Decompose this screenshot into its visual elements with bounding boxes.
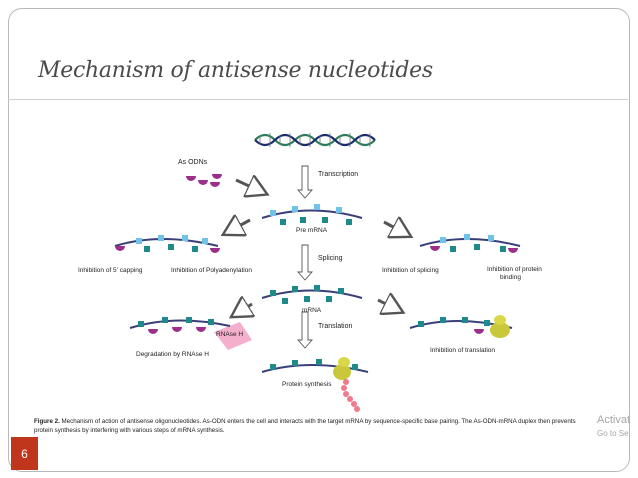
caption-label: Figure 2.	[34, 418, 60, 425]
rnase-degradation-strand	[129, 317, 252, 350]
branch-arrow-icon	[383, 222, 406, 234]
mrna-strand	[261, 285, 363, 304]
protein-chain-icon	[341, 379, 360, 412]
label-splicing: Splicing	[318, 255, 343, 262]
splicing-inhibition-strand	[419, 234, 521, 253]
page-number-badge: 6	[11, 437, 38, 470]
slide-title: Mechanism of antisense nucleotides	[38, 58, 433, 83]
label-translation: Translation	[318, 323, 352, 330]
label-pre-mrna: Pre mRNA	[296, 227, 328, 234]
protein-synthesis-strand	[261, 357, 369, 380]
antisense-mechanism-figure: Transcription Splicing Translation As OD…	[78, 133, 542, 412]
as-odn-icon	[186, 174, 222, 187]
label-inhibition-5-capping: Inhibition of 5' capping	[78, 267, 143, 274]
label-degradation-rnase-h: Degradation by RNAse H	[136, 351, 209, 358]
label-mrna: mRNA	[302, 307, 322, 314]
label-inhibition-splicing: Inhibition of splicing	[382, 267, 439, 274]
caption-text: Mechanism of action of antisense oligonu…	[34, 418, 576, 434]
watermark-line2: Go to Se	[597, 429, 629, 438]
odn-entry-arrow-icon	[235, 180, 262, 192]
slide-frame	[8, 8, 630, 472]
title-divider	[8, 99, 628, 100]
capping-inhibition-strand	[114, 235, 220, 253]
pre-mrna-strand	[261, 204, 363, 225]
watermark-line1: Activat	[597, 414, 631, 426]
label-rnase-h: RNAse H	[216, 331, 243, 338]
label-inhibition-translation: Inhibition of translation	[430, 347, 495, 354]
activation-watermark: Activat Go to Se	[597, 413, 638, 441]
label-inhibition-protein-binding-1: Inhibition of protein	[487, 266, 542, 273]
down-arrow-icon	[297, 311, 313, 349]
dna-helix-icon	[254, 133, 376, 147]
translation-inhibition-strand	[409, 315, 513, 338]
down-arrow-icon	[297, 244, 313, 281]
down-arrow-icon	[297, 165, 313, 199]
label-protein-synthesis: Protein synthesis	[282, 381, 332, 388]
label-inhibition-polyadenylation: Inhibition of Polyadenylation	[171, 267, 252, 274]
label-inhibition-protein-binding-2: binding	[500, 274, 521, 281]
label-as-odns: As ODNs	[178, 159, 208, 166]
branch-arrow-icon	[377, 300, 398, 310]
figure-caption: Figure 2. Mechanism of action of antisen…	[34, 417, 594, 435]
branch-arrow-icon	[236, 304, 252, 314]
branch-arrow-icon	[228, 220, 251, 232]
label-transcription: Transcription	[318, 171, 358, 178]
